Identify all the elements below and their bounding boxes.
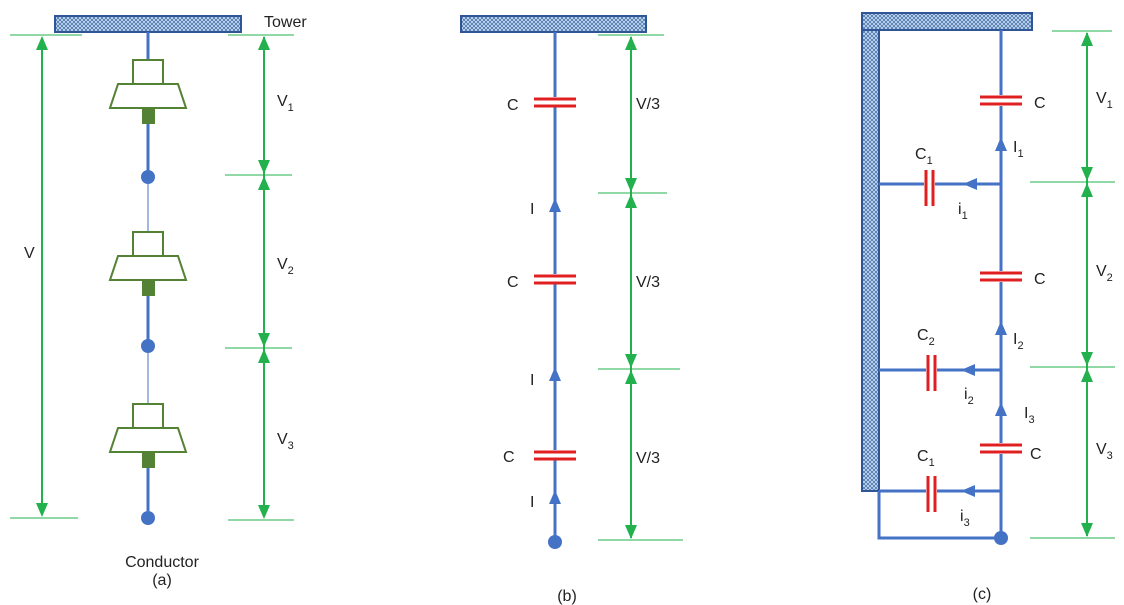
capacitor-3 xyxy=(533,450,577,461)
shunt-branches xyxy=(877,182,1001,540)
conductor-node xyxy=(141,511,155,525)
tower-label: Tower xyxy=(264,14,307,31)
series-capacitor-2-label: C xyxy=(1034,271,1046,288)
connection-node-2 xyxy=(141,339,155,353)
shunt-current-arrow-3 xyxy=(961,485,975,497)
caption-b: (b) xyxy=(557,588,577,605)
series-current-arrow-3 xyxy=(995,402,1007,416)
shunt-current-label-1: i1 xyxy=(958,201,968,222)
third-voltage-label-3: V/3 xyxy=(636,450,660,467)
capacitor-3-label: C xyxy=(503,449,515,466)
series-current-arrow-1 xyxy=(995,137,1007,151)
v1-label-c: V1 xyxy=(1096,90,1113,111)
caption-c: (c) xyxy=(973,586,992,603)
shunt-capacitor-2-label: C2 xyxy=(917,327,935,348)
current-label-2: I xyxy=(530,372,534,389)
shunt-current-label-2: i2 xyxy=(964,386,974,407)
caption-a: (a) xyxy=(152,572,172,589)
v3-label-c: V3 xyxy=(1096,441,1113,462)
tower-crossarm-c xyxy=(861,12,1033,31)
series-capacitor-3 xyxy=(979,443,1023,454)
series-capacitor-2 xyxy=(979,271,1023,282)
capacitor-2-label: C xyxy=(507,274,519,291)
panel-a: Tower xyxy=(10,14,307,589)
series-capacitor-3-label: C xyxy=(1030,446,1042,463)
third-voltage-dimensions xyxy=(598,34,683,541)
connection-node-1 xyxy=(141,170,155,184)
third-voltage-label-2: V/3 xyxy=(636,274,660,291)
series-current-label-3: I3 xyxy=(1024,405,1035,426)
current-arrow-1 xyxy=(549,198,561,212)
v2-label-c: V2 xyxy=(1096,263,1113,284)
insulator-disc-3 xyxy=(108,403,188,468)
v1-label: V1 xyxy=(277,93,294,114)
tower-body-c xyxy=(861,12,880,492)
conductor-node-b xyxy=(548,535,562,549)
v2-label: V2 xyxy=(277,256,294,277)
capacitor-1-label: C xyxy=(507,97,519,114)
total-voltage-label: V xyxy=(24,245,35,262)
shunt-capacitor-2 xyxy=(926,355,937,391)
shunt-current-arrow-2 xyxy=(961,364,975,376)
conductor-label: Conductor xyxy=(125,554,199,571)
series-capacitor-1 xyxy=(979,95,1023,106)
capacitor-1 xyxy=(533,97,577,108)
panel-b: C C C I I I xyxy=(460,15,683,605)
panel-c: C C C C1 C2 C1 xyxy=(861,12,1115,603)
shunt-capacitor-1 xyxy=(924,170,935,206)
insulator-disc-2 xyxy=(108,231,188,296)
shunt-capacitor-1-label: C1 xyxy=(915,146,933,167)
shunt-capacitor-3 xyxy=(926,476,937,512)
current-arrow-3 xyxy=(549,490,561,504)
capacitor-2 xyxy=(533,274,577,285)
tower-crossarm-b xyxy=(460,15,647,33)
insulator-disc-1 xyxy=(108,59,188,124)
series-current-label-2: I2 xyxy=(1013,331,1024,352)
total-voltage-dimension xyxy=(10,34,82,519)
third-voltage-label-1: V/3 xyxy=(636,96,660,113)
segment-voltage-dimensions xyxy=(225,34,294,521)
series-capacitor-1-label: C xyxy=(1034,95,1046,112)
current-label-1: I xyxy=(530,201,534,218)
tower-crossarm xyxy=(54,15,242,33)
series-current-label-1: I1 xyxy=(1013,139,1024,160)
current-label-3: I xyxy=(530,494,534,511)
segment-voltage-dimensions-c xyxy=(1030,30,1115,539)
shunt-capacitor-3-label: C1 xyxy=(917,448,935,469)
v3-label: V3 xyxy=(277,431,294,452)
shunt-current-label-3: i3 xyxy=(960,508,970,529)
series-current-arrow-2 xyxy=(995,321,1007,335)
current-arrow-2 xyxy=(549,367,561,381)
shunt-current-arrow-1 xyxy=(963,178,977,190)
